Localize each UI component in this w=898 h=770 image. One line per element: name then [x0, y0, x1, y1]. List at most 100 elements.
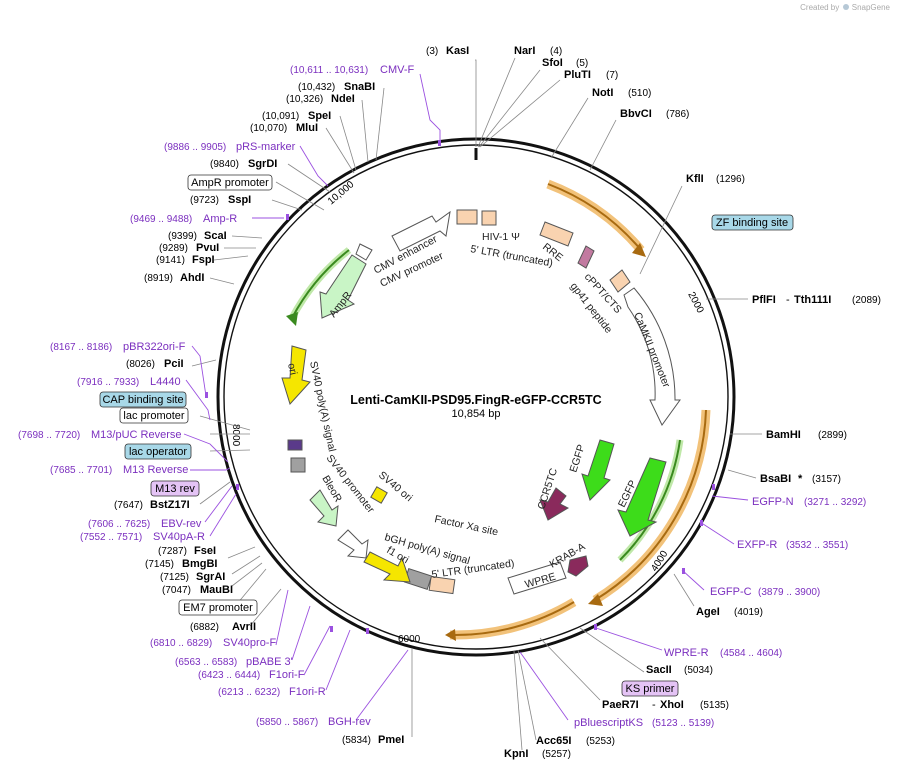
- site-avrii-pos: (6882): [190, 622, 219, 633]
- site-sgrai-name: SgrAI: [196, 571, 225, 583]
- primer-ebv-name: EBV-rev: [161, 518, 202, 530]
- label-sv40pa: SV40 poly(A) signal: [307, 360, 338, 453]
- arc-wpre-bottom: [449, 598, 577, 640]
- feature-cmv-enhancer-arrow: [391, 210, 451, 252]
- primer-f1orif-name: F1ori-F: [269, 669, 305, 681]
- site-spei-pos: (10,091): [262, 111, 299, 122]
- tick-6000: 6000: [398, 634, 421, 645]
- site-nari-name: NarI: [514, 45, 535, 57]
- primer-wprer-name: WPRE-R: [664, 647, 709, 659]
- watermark: Created by SnapGene: [800, 3, 890, 12]
- site-pmei-name: PmeI: [378, 734, 404, 746]
- site-snabi-name: SnaBI: [344, 81, 375, 93]
- arc-egfp-green-inner: [619, 439, 681, 561]
- arc-ampr-green-inner: [291, 249, 350, 319]
- site-kfli-name: KflI: [686, 173, 704, 185]
- primer-pbabe-pos: (6563 .. 6583): [175, 657, 237, 668]
- arc-arrowhead-egfp-outer: [588, 594, 603, 606]
- primer-l4440-pos: (7916 .. 7933): [77, 377, 139, 388]
- site-mlui-pos: (10,070): [250, 123, 287, 134]
- site-bmgbi-pos: (7145): [145, 559, 174, 570]
- site-avrii-name: AvrII: [232, 621, 256, 633]
- box-m13-rev-label: M13 rev: [155, 483, 195, 495]
- primer-m13puc-name: M13/pUC Reverse: [91, 429, 181, 441]
- box-ampr-promoter-label: AmpR promoter: [191, 177, 269, 189]
- site-fsei-pos: (7287): [158, 546, 187, 557]
- site-pcii-name: PciI: [164, 358, 184, 370]
- feature-ccr5tc-arrow: [539, 487, 570, 521]
- site-pvui-name: PvuI: [196, 242, 219, 254]
- box-ks-primer-label: KS primer: [626, 683, 675, 695]
- box-ks-primer: KS primer: [621, 680, 679, 697]
- snapgene-logo-icon: [842, 4, 849, 10]
- site-paer7i-name: PaeR7I: [602, 699, 639, 711]
- primer-leaders: [183, 73, 749, 721]
- site-sacii-pos: (5034): [684, 665, 713, 676]
- site-acc65i-name: Acc65I: [536, 735, 571, 747]
- site-fspi-pos: (9141): [156, 255, 185, 266]
- label-factor-xa: Factor Xa site: [433, 513, 499, 538]
- site-bbvci-pos: (786): [666, 109, 689, 120]
- box-lac-promoter: lac promoter: [119, 407, 189, 424]
- box-ampr-promoter: AmpR promoter: [187, 174, 273, 191]
- site-snabi-pos: (10,432): [298, 82, 335, 93]
- primer-egfpc-pos: (3879 .. 3900): [758, 587, 820, 598]
- feature-sv40prom-arrow: [337, 529, 369, 559]
- primer-sv40pro-pos: (6810 .. 6829): [150, 638, 212, 649]
- primer-egfpc-name: EGFP-C: [710, 586, 752, 598]
- tick-8000: 8000: [230, 424, 241, 447]
- site-agei-pos: (4019): [734, 607, 763, 618]
- watermark-prefix: Created by: [800, 3, 840, 12]
- primer-prs-name: pRS-marker: [236, 141, 296, 153]
- primer-f1orif-pos: (6423 .. 6444): [198, 670, 260, 681]
- feature-sv40ori-box: [370, 486, 388, 504]
- primer-pbr322-pos: (8167 .. 8186): [50, 342, 112, 353]
- primer-egfpn-pos: (3271 .. 3292): [804, 497, 866, 508]
- site-sfoi-name: SfoI: [542, 57, 563, 69]
- site-pvui-pos: (9289): [159, 243, 188, 254]
- feature-bler-arrow: [309, 489, 339, 527]
- label-hiv-psi: HIV-1 Ψ: [482, 231, 520, 243]
- box-lac-operator-label: lac operator: [129, 446, 187, 458]
- site-pluti-pos: (7): [606, 70, 618, 81]
- primer-wprer-pos: (4584 .. 4604): [720, 648, 782, 659]
- site-fspi-name: FspI: [192, 254, 215, 266]
- feature-hiv-psi-box: [456, 209, 478, 225]
- feature-sv40pa-box: [290, 457, 306, 473]
- site-pcii-pos: (8026): [126, 359, 155, 370]
- site-bsabi-name: BsaBI: [760, 473, 791, 485]
- site-maubi-name: MauBI: [200, 584, 233, 596]
- feature-ltr-box: [428, 575, 456, 595]
- site-xhoi-name: XhoI: [660, 699, 684, 711]
- site-sfoi-pos: (5): [576, 58, 588, 69]
- primer-ampr-name: Amp-R: [203, 213, 237, 225]
- feature-bgh-arrow: [363, 551, 411, 583]
- site-kasi-name: KasI: [446, 45, 469, 57]
- site-pluti-name: PluTI: [564, 69, 591, 81]
- site-sgrdi-name: SgrDI: [248, 158, 277, 170]
- primer-ebv-pos: (7606 .. 7625): [88, 519, 150, 530]
- primer-pbabe-name: pBABE 3': [246, 656, 293, 668]
- primer-bghrev-name: BGH-rev: [328, 716, 371, 728]
- primer-ampr-pos: (9469 .. 9488): [130, 214, 192, 225]
- site-ahdi-pos: (8919): [144, 273, 173, 284]
- primer-pbluescript-pos: (5123 .. 5139): [652, 718, 714, 729]
- arc-feature-top-right-inner: [547, 183, 642, 251]
- feature-egfp-arrow-large: [617, 457, 667, 537]
- box-m13-rev: M13 rev: [150, 480, 200, 497]
- site-bstz17i-name: BstZ17I: [150, 499, 190, 511]
- feature-gp41: [577, 245, 595, 269]
- site-kpni-pos: (5257): [542, 749, 571, 760]
- watermark-brand: SnapGene: [851, 3, 890, 12]
- site-sgrdi-pos: (9840): [210, 159, 239, 170]
- site-sspi-name: SspI: [228, 194, 251, 206]
- arc-arrowhead-ampr: [286, 312, 298, 326]
- site-scai-name: ScaI: [204, 230, 227, 242]
- site-acc65i-pos: (5253): [586, 736, 615, 747]
- site-scai-pos: (9399): [168, 231, 197, 242]
- feature-purple-mini: [287, 439, 303, 451]
- site-ahdi-name: AhdI: [180, 272, 204, 284]
- box-em7-promoter-label: EM7 promoter: [183, 602, 253, 614]
- primer-exfpr-pos: (3532 .. 3551): [786, 540, 848, 551]
